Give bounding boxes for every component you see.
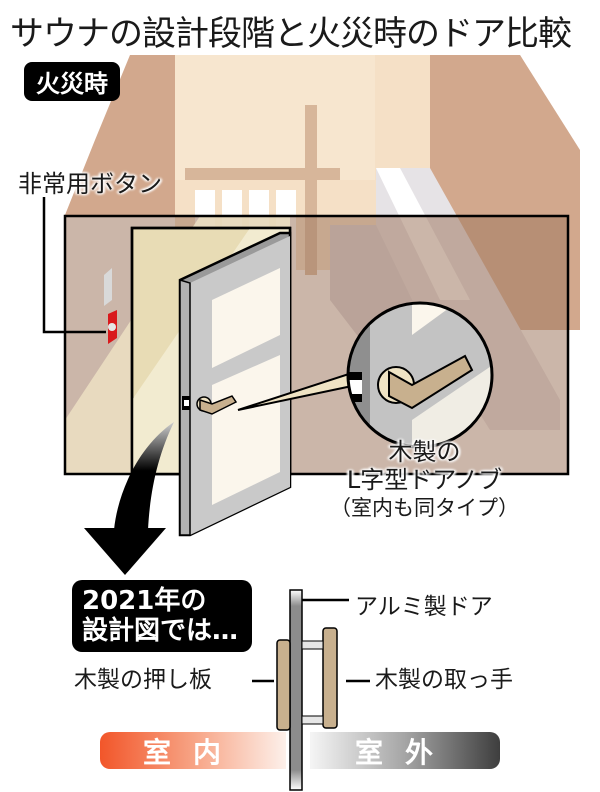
door-cross-section — [252, 589, 370, 791]
plan-line2: 設計図では… — [82, 616, 239, 646]
front-wall — [63, 214, 570, 476]
wood-handle-label: 木製の取っ手 — [375, 667, 513, 693]
emergency-button — [108, 310, 117, 344]
emergency-button-label: 非常用ボタン — [18, 170, 162, 198]
knob-label-line3: （室内も同タイプ） — [330, 496, 519, 520]
aluminum-door-label: アルミ製ドア — [355, 594, 493, 620]
inside-label: 室内 — [142, 735, 243, 769]
push-plate-label: 木製の押し板 — [74, 667, 212, 693]
knob-label-line2: L字型ドアノブ — [346, 466, 503, 494]
outside-label: 室外 — [354, 735, 455, 769]
curved-arrow — [114, 422, 174, 530]
open-door — [178, 231, 292, 537]
outside-room-bar: 室外 — [310, 732, 500, 769]
arrow-head-icon — [84, 528, 166, 575]
plan-line1: 2021年の — [82, 586, 207, 616]
page-title: サウナの設計段階と火災時のドア比較 — [10, 14, 572, 54]
emergency-leader-line — [42, 197, 106, 334]
fire-badge: 火災時 — [24, 62, 120, 101]
knob-label: 木製の L字型ドアノブ （室内も同タイプ） — [330, 438, 519, 522]
inside-room-bar: 室内 — [100, 732, 286, 769]
knob-detail-lens — [346, 301, 494, 449]
design-plan-badge: 2021年の 設計図では… — [72, 580, 253, 652]
knob-label-line1: 木製の — [388, 438, 461, 466]
